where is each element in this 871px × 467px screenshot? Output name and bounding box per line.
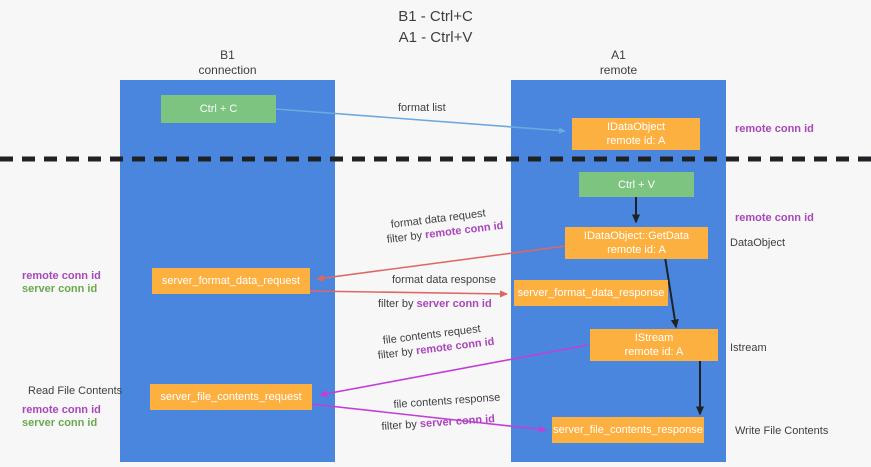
page-title: B1 - Ctrl+C A1 - Ctrl+V xyxy=(0,6,871,48)
title-line-2: A1 - Ctrl+V xyxy=(398,29,473,46)
edge-label-format-data-response-filter-key: server conn id xyxy=(416,298,492,310)
node-istream-line2: remote id: A xyxy=(624,346,684,358)
node-istream[interactable]: IStream remote id: A xyxy=(590,329,718,361)
node-server-format-data-request[interactable]: server_format_data_request xyxy=(152,268,310,294)
annotation-remote-conn-id-mid: remote conn id xyxy=(735,212,814,224)
node-server-format-data-response-label: server_format_data_response xyxy=(517,287,665,299)
edge-label-file-contents-response: file contents response xyxy=(393,391,501,413)
node-server-file-contents-response-label: server_file_contents_response xyxy=(553,424,703,436)
node-getdata-line2: remote id: A xyxy=(607,244,666,256)
node-server-file-contents-request[interactable]: server_file_contents_request xyxy=(150,384,312,410)
column-header-a1-name: A1 xyxy=(611,48,626,62)
edge-label-file-contents-response-filter-prefix: filter by xyxy=(381,418,421,433)
edge-label-file-contents-request-filter-prefix: filter by xyxy=(377,345,417,362)
node-idataobject-getdata[interactable]: IDataObject::GetData remote id: A xyxy=(565,227,708,259)
edge-label-format-data-request-filter-prefix: filter by xyxy=(386,229,426,246)
node-ctrl-v[interactable]: Ctrl + V xyxy=(579,172,694,197)
edge-label-format-data-response-filter: filter by server conn id xyxy=(378,297,492,312)
annotation-left-remote-conn-id-2: remote conn id xyxy=(22,404,101,416)
node-istream-line1: IStream xyxy=(634,332,674,344)
annotation-left-server-conn-id: server conn id xyxy=(22,283,98,295)
annotation-remote-conn-id-top: remote conn id xyxy=(735,123,814,135)
annotation-read-file-contents: Read File Contents xyxy=(28,385,123,397)
node-idataobject-line1: IDataObject xyxy=(606,121,666,133)
annotation-left-remote-conn-id: remote conn id xyxy=(22,270,101,282)
column-header-b1-name: B1 xyxy=(220,48,235,62)
edge-label-format-data-response-text: format data response xyxy=(392,274,496,286)
annotation-dataobject: DataObject xyxy=(730,237,786,249)
node-ctrl-v-label: Ctrl + V xyxy=(618,178,655,191)
node-server-file-contents-request-label: server_file_contents_request xyxy=(160,391,302,403)
node-server-file-contents-response[interactable]: server_file_contents_response xyxy=(552,417,704,443)
annotation-left-server-conn-id-2: server conn id xyxy=(22,417,98,429)
column-header-b1-sub: connection xyxy=(198,63,257,77)
edge-label-file-contents-response-filter: filter by server conn id xyxy=(381,412,495,435)
edge-label-file-contents-response-filter-key: server conn id xyxy=(419,413,496,431)
edge-label-format-data-response: format data response xyxy=(392,273,496,288)
node-server-format-data-request-label: server_format_data_request xyxy=(161,275,301,287)
node-getdata-line1: IDataObject::GetData xyxy=(583,230,690,242)
column-header-a1-sub: remote xyxy=(599,63,638,77)
edge-label-file-contents-response-text: file contents response xyxy=(393,391,501,411)
node-idataobject[interactable]: IDataObject remote id: A xyxy=(572,118,700,150)
node-idataobject-line2: remote id: A xyxy=(606,135,666,147)
node-server-format-data-response[interactable]: server_format_data_response xyxy=(514,280,668,306)
node-ctrl-c[interactable]: Ctrl + C xyxy=(161,95,276,123)
annotation-istream: Istream xyxy=(730,342,767,354)
edge-label-format-list-text: format list xyxy=(398,102,446,114)
title-line-1: B1 - Ctrl+C xyxy=(398,8,473,25)
column-header-a1: A1 remote xyxy=(511,48,726,78)
edge-label-format-list: format list xyxy=(398,101,446,116)
annotation-write-file-contents: Write File Contents xyxy=(735,425,829,437)
node-ctrl-c-label: Ctrl + C xyxy=(199,103,238,115)
edge-label-format-data-response-filter-prefix: filter by xyxy=(378,298,417,310)
column-header-b1: B1 connection xyxy=(120,48,335,78)
